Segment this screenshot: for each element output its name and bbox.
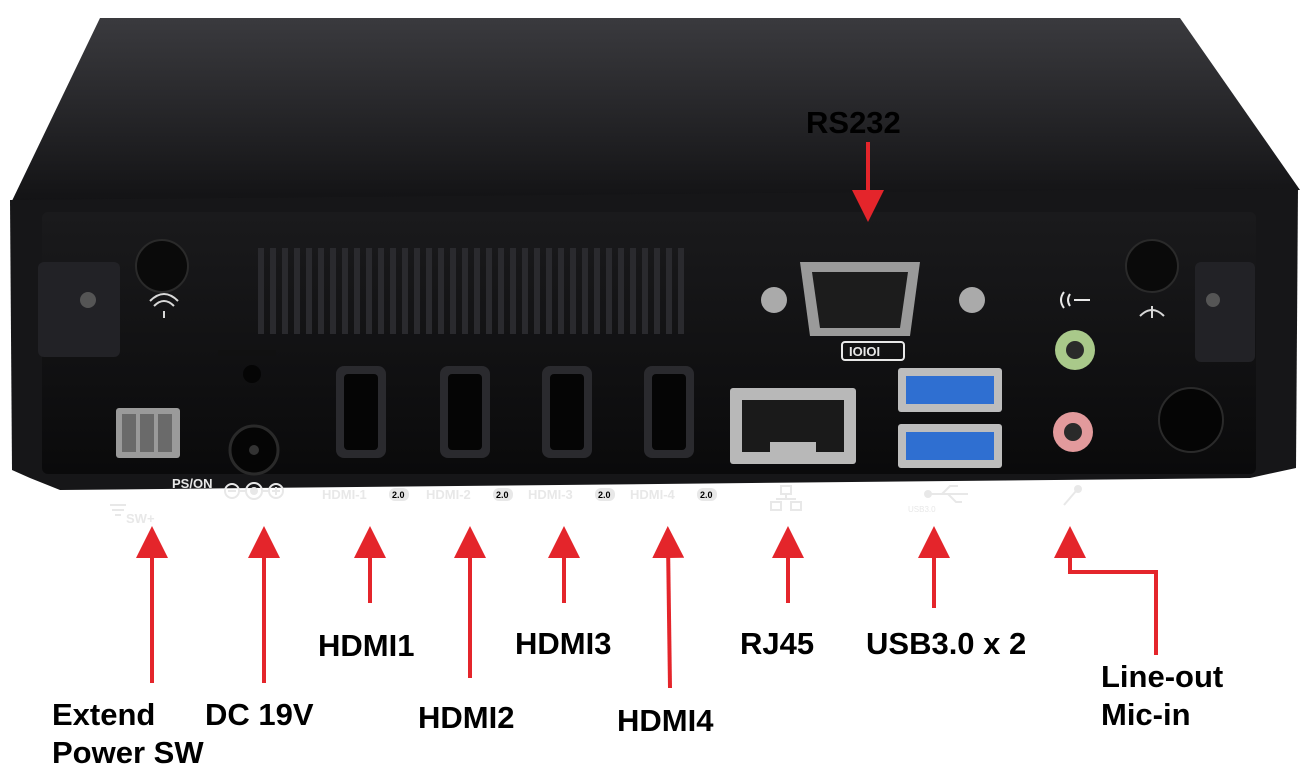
- usb-port-1: [898, 368, 1002, 412]
- hdmi-2-panel-label: HDMI-2: [426, 487, 471, 502]
- hdmi-1-panel-label: HDMI-1: [322, 487, 367, 502]
- callout-rs232: RS232: [806, 105, 901, 140]
- hdmi-1-version: 2.0: [392, 490, 405, 500]
- hdmi-3-version: 2.0: [598, 490, 611, 500]
- ps-on-panel-label: PS/ON: [172, 476, 212, 491]
- pin-slot: [140, 414, 154, 452]
- rs232-port: [800, 262, 920, 336]
- arrow-hdmi4: [652, 526, 685, 689]
- left-bracket: [38, 262, 120, 357]
- callout-lineout-line2: Mic-in: [1101, 697, 1191, 732]
- rs232-screw-right: [959, 287, 985, 313]
- line-out-icon: [1060, 291, 1090, 309]
- chassis-top: [10, 18, 1300, 205]
- right-screw: [1206, 293, 1220, 307]
- usb-port-2: [898, 424, 1002, 468]
- callout-hdmi1: HDMI1: [318, 628, 415, 663]
- rj45-port: [730, 388, 856, 464]
- hdmi-4-panel-label: HDMI-4: [630, 487, 676, 502]
- dc-indicator-bar: [218, 350, 276, 356]
- wifi-icon-right: [1139, 306, 1165, 318]
- arrow-audio: [1054, 526, 1158, 655]
- hdmi-port-3: [542, 366, 592, 458]
- hdmi-2-version: 2.0: [496, 490, 509, 500]
- pin-slot: [122, 414, 136, 452]
- dc-small-hole: [243, 365, 261, 383]
- pin-slot: [158, 414, 172, 452]
- vent-grill: [258, 248, 684, 334]
- callout-lineout-line1: Line-out: [1101, 659, 1224, 694]
- antenna-cover-right: [1125, 239, 1179, 293]
- dc-jack-pin: [249, 445, 259, 455]
- hdmi-port-4: [644, 366, 694, 458]
- round-plug-right: [1158, 387, 1224, 453]
- antenna-cover-left: [135, 239, 189, 293]
- line-out-hole: [1066, 341, 1084, 359]
- ground-icon: [110, 504, 126, 516]
- hdmi-port-2: [440, 366, 490, 458]
- usb-panel-label: USB3.0: [908, 505, 936, 514]
- dc-polarity-icon: [224, 482, 284, 500]
- serial-icon-frame: [841, 341, 905, 361]
- callout-dc19v: DC 19V: [205, 697, 314, 732]
- microphone-icon: [1063, 485, 1082, 506]
- callout-hdmi3: HDMI3: [515, 626, 612, 661]
- callout-extend-power-sw-line1: Extend: [52, 697, 156, 732]
- rs232-screw-left: [761, 287, 787, 313]
- right-bracket: [1195, 262, 1255, 362]
- hdmi-4-version: 2.0: [700, 490, 713, 500]
- hdmi-version-badges: 2.0 2.0 2.0 2.0: [389, 488, 717, 501]
- callout-arrows: [136, 142, 1158, 689]
- callout-hdmi4: HDMI4: [617, 703, 714, 738]
- usb-icon: [924, 485, 968, 503]
- callout-rj45: RJ45: [740, 626, 815, 661]
- hdmi-port-1: [336, 366, 386, 458]
- left-screw: [80, 292, 96, 308]
- callout-hdmi2: HDMI2: [418, 700, 515, 735]
- callout-usb: USB3.0 x 2: [866, 626, 1027, 661]
- sw-panel-label: SW+: [126, 511, 155, 526]
- mic-in-hole: [1064, 423, 1082, 441]
- callout-extend-power-sw-line2: Power SW: [52, 735, 204, 770]
- hdmi-3-panel-label: HDMI-3: [528, 487, 573, 502]
- wifi-icon-left: [149, 293, 179, 318]
- network-icon: [770, 485, 802, 511]
- serial-panel-label: IOIOI: [849, 344, 880, 359]
